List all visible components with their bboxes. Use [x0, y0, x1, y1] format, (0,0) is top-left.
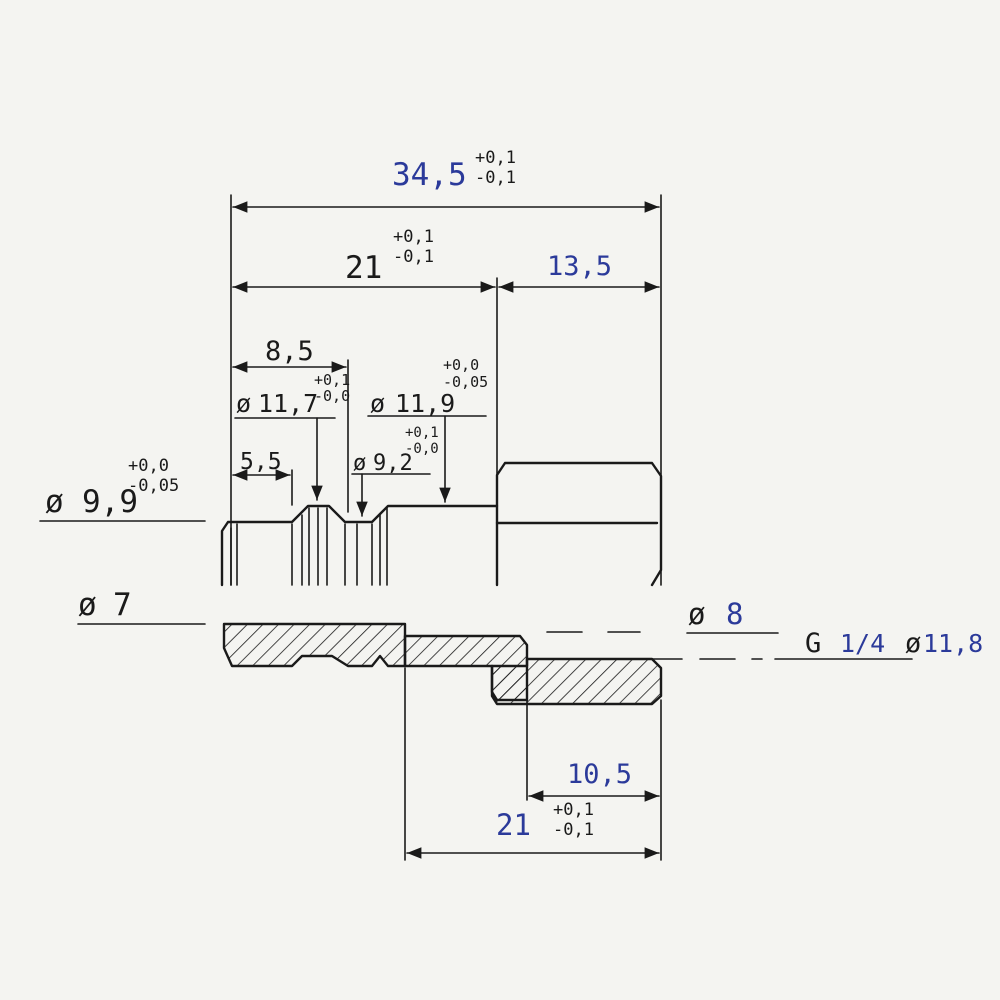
overall-tol-minus: -0,1	[475, 168, 516, 188]
thread-diameter: 11,8	[923, 629, 983, 658]
shank-tol-minus: -0,1	[393, 247, 434, 267]
dia-9-2-tol-minus: -0,0	[405, 441, 439, 457]
dia-11-9: 11,9	[395, 389, 455, 418]
shank-outline	[220, 504, 499, 587]
thread-label: G	[805, 628, 821, 659]
bore-tol-minus: -0,1	[553, 820, 594, 840]
part-outline	[220, 461, 663, 587]
section-hex	[490, 657, 663, 706]
dia-symbol: ø	[370, 389, 385, 418]
dia-11-7-tol-plus: +0,1	[314, 371, 350, 389]
dia-7: 7	[113, 587, 132, 623]
dia-symbol: ø	[905, 628, 921, 659]
dia-9-9: 9,9	[82, 484, 138, 520]
hex-length: 13,5	[547, 251, 612, 282]
dia-11-9-tol-minus: -0,05	[443, 373, 488, 391]
shank-length: 21	[345, 250, 382, 286]
hex-outline	[495, 461, 663, 587]
dia-9-9-tol-minus: -0,05	[128, 476, 179, 496]
dimension-lines	[232, 201, 660, 859]
overall-tol-plus: +0,1	[475, 148, 516, 168]
bore-depth: 21	[496, 808, 531, 842]
dia-8: 8	[726, 597, 743, 631]
thread-length: 10,5	[567, 759, 632, 790]
dia-11-7-tol-minus: -0,0	[314, 387, 350, 405]
annotations: 34,5 +0,1 -0,1 21 +0,1 -0,1 13,5 8,5 5,5…	[45, 148, 983, 842]
dia-9-9-tol-plus: +0,0	[128, 456, 169, 476]
dia-9-2: 9,2	[373, 451, 413, 476]
dia-11-7: 11,7	[258, 389, 318, 418]
dia-9-2-tol-plus: +0,1	[405, 425, 439, 441]
thread-size: 1/4	[840, 629, 885, 658]
first-step-length: 5,5	[240, 449, 282, 475]
bore-tol-plus: +0,1	[553, 800, 594, 820]
dia-symbol: ø	[78, 587, 97, 623]
dia-symbol: ø	[236, 389, 251, 418]
center-line-dashes	[546, 631, 763, 660]
groove-position: 8,5	[265, 336, 314, 367]
dia-symbol: ø	[353, 451, 366, 476]
shank-tol-plus: +0,1	[393, 227, 434, 247]
hatched-section	[222, 622, 663, 706]
dia-symbol: ø	[45, 484, 64, 520]
section-shank	[222, 622, 407, 668]
overall-length: 34,5	[392, 157, 467, 193]
dia-symbol: ø	[688, 597, 705, 631]
dia-11-9-tol-plus: +0,0	[443, 356, 479, 374]
leader-lines	[39, 415, 913, 660]
